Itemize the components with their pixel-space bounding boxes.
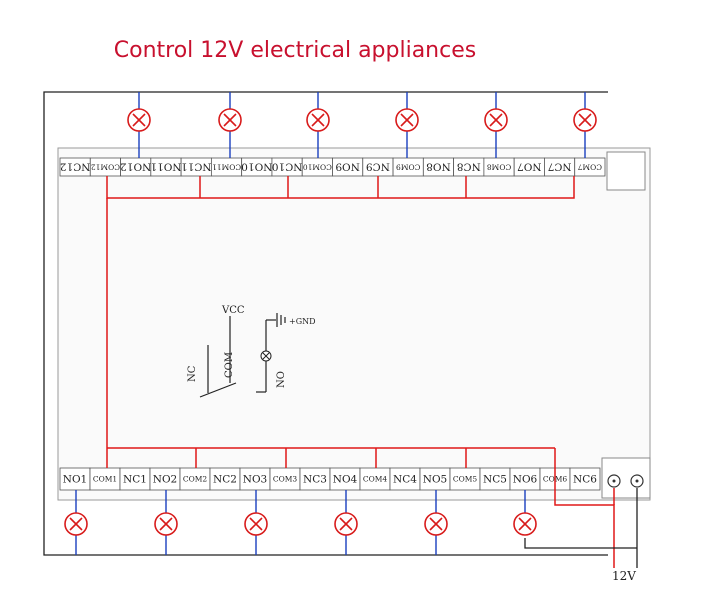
bottom-terminal-label: NO3 (243, 474, 267, 486)
lamp-cross-b (400, 113, 414, 127)
top-terminal-label: NC9 (366, 161, 390, 173)
legend-gnd: +GND (289, 317, 316, 326)
lamp-cross-b (518, 517, 532, 531)
power-screw-left-dot (612, 479, 616, 483)
top-terminal-label: COM8 (487, 163, 512, 172)
lamp-cross-b (159, 517, 173, 531)
bottom-terminal-label: NC5 (483, 474, 507, 486)
bottom-terminal-label: NO5 (423, 474, 447, 486)
bottom-terminal-label: NO4 (333, 474, 358, 486)
top-terminal-label: COM9 (396, 163, 421, 172)
outer-loop-wire (43, 91, 608, 556)
lamp-cross-b (132, 113, 146, 127)
power-screw-right-dot (635, 479, 639, 483)
bottom-terminal-label: COM4 (363, 475, 388, 484)
bottom-lamp-3 (244, 512, 268, 536)
top-terminal-label: COM7 (577, 163, 602, 172)
bottom-terminal-label: NO6 (513, 474, 538, 486)
supply-label: 12V (612, 569, 636, 583)
legend-no: NO (276, 371, 287, 388)
top-terminal-label: NO11 (150, 161, 181, 173)
top-terminal-label: COM10 (303, 163, 332, 172)
bottom-terminal-label: NC1 (123, 474, 147, 486)
lamp6-return-wire (524, 538, 637, 549)
bottom-terminal-label: NO1 (63, 474, 87, 486)
bottom-terminal-label: COM1 (93, 475, 117, 484)
lamp-cross-b (339, 517, 353, 531)
lamp-cross-b (578, 113, 592, 127)
top-terminal-label: NC12 (60, 161, 91, 173)
bottom-terminal-label: NC4 (393, 474, 417, 486)
relay-legend: VCC NC COM +GND NO (187, 305, 316, 398)
top-terminal-label: NC10 (272, 161, 303, 173)
top-terminal-label: COM12 (91, 163, 120, 172)
top-terminal-label: NC11 (181, 161, 212, 173)
legend-switch-arm (199, 382, 237, 398)
page-title: Control 12V electrical appliances (113, 38, 477, 63)
top-terminal-label: NO12 (120, 161, 151, 173)
bottom-lamps (64, 490, 537, 555)
top-lamp-10 (306, 108, 330, 132)
bottom-lamp-6 (513, 512, 537, 536)
bottom-terminal-label: COM2 (183, 475, 208, 484)
bottom-terminal-label: NO2 (153, 474, 177, 486)
top-terminal-label: NO7 (517, 161, 541, 173)
top-lamp-8 (484, 108, 508, 132)
lamp-cross-b (311, 113, 325, 127)
lamp-cross-b (489, 113, 503, 127)
bottom-terminal-nc6 (569, 467, 601, 491)
top-terminal-com7 (574, 157, 606, 177)
top-terminal-label: NO10 (241, 161, 272, 173)
legend-lamp-cross2 (262, 352, 270, 360)
top-lamps (127, 92, 597, 158)
bottom-lamp-5 (424, 512, 448, 536)
legend-vcc: VCC (221, 305, 245, 316)
com-to-power-wire (554, 448, 615, 555)
bottom-terminal-strip: NO1 COM1 NC1 NO2 COM2 NC2 NO3 COM3 NC3 NO4 COM4 NC4… (59, 467, 601, 491)
top-terminal-label: NO8 (426, 161, 450, 173)
bottom-lamp-2 (154, 512, 178, 536)
top-lamp-12 (127, 108, 151, 132)
bottom-lamp-1 (64, 512, 88, 536)
lamp-cross-b (249, 517, 263, 531)
top-terminal-label: NO9 (335, 161, 359, 173)
bottom-terminal-label: NC2 (213, 474, 237, 486)
bottom-terminal-label: COM3 (273, 475, 298, 484)
bottom-terminal-label: NC6 (573, 474, 597, 486)
top-lamp-9 (395, 108, 419, 132)
legend-com: COM (224, 352, 235, 378)
top-lamp-11 (218, 108, 242, 132)
bottom-lamp-4 (334, 512, 358, 536)
relay-board (57, 147, 651, 501)
top-terminal-label: NC7 (548, 161, 572, 173)
top-com-bus (106, 176, 575, 199)
bottom-terminal-label: NC3 (303, 474, 327, 486)
lamp-cross-b (223, 113, 237, 127)
top-terminal-label: COM11 (212, 163, 241, 172)
top-right-pad (606, 151, 646, 191)
lamp-cross-b (429, 517, 443, 531)
top-lamp-7 (573, 108, 597, 132)
bottom-terminal-label: COM5 (453, 475, 478, 484)
lamp-cross-b (69, 517, 83, 531)
top-terminal-label: NC8 (457, 161, 481, 173)
legend-nc: NC (187, 365, 198, 382)
